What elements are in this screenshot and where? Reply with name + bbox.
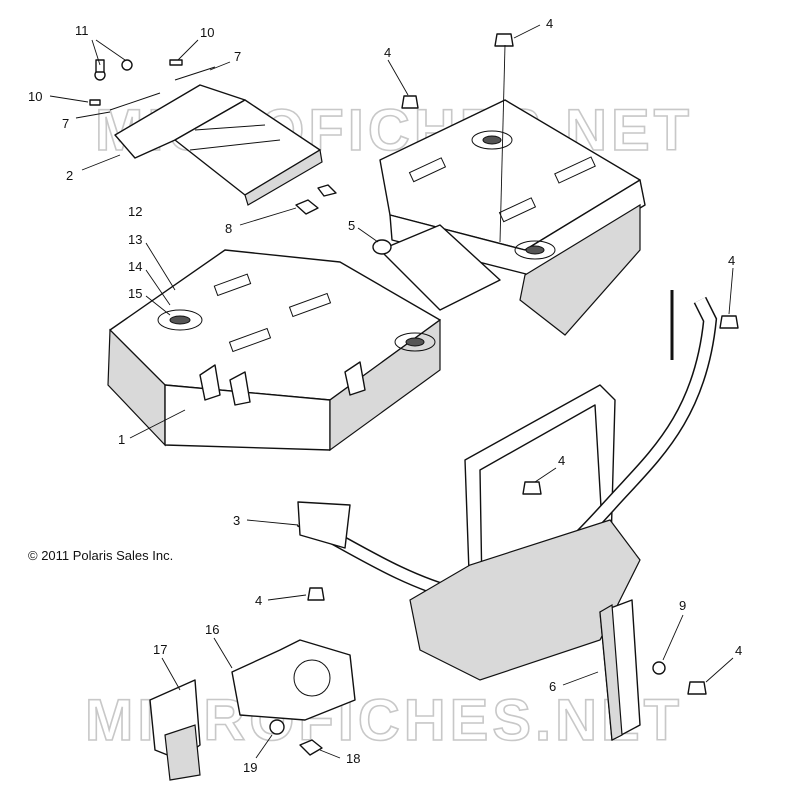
copyright-notice: © 2011 Polaris Sales Inc. [28,548,173,563]
part-16-bracket [231,639,356,721]
callout-14: 14 [128,259,142,274]
callout-19: 19 [243,760,257,775]
callout-10a: 10 [200,25,214,40]
callout-6: 6 [549,679,556,694]
callout-9: 9 [679,598,686,613]
callout-5: 5 [348,218,355,233]
leader-lines [49,24,734,759]
callout-4d: 4 [558,453,565,468]
callout-4f: 4 [735,643,742,658]
callout-12: 12 [128,204,142,219]
fasteners [89,33,739,756]
callout-16: 16 [205,622,219,637]
callout-labels: 11 10 7 10 7 2 4 4 12 8 13 14 15 5 4 1 4… [28,16,742,775]
callout-4e: 4 [255,593,262,608]
callout-7a: 7 [234,49,241,64]
part-1-rack-frame [107,249,441,452]
part-1-rack-frame-rear [379,99,646,336]
part-3-bumper-assembly [296,290,718,681]
callout-18: 18 [346,751,360,766]
callout-7b: 7 [62,116,69,131]
part-17-bracket [149,679,201,781]
callout-1: 1 [118,432,125,447]
callout-4b: 4 [546,16,553,31]
callout-15: 15 [128,286,142,301]
callout-8: 8 [225,221,232,236]
callout-2: 2 [66,168,73,183]
callout-10b: 10 [28,89,42,104]
callout-17: 17 [153,642,167,657]
callout-4a: 4 [384,45,391,60]
callout-11: 11 [75,23,89,38]
callout-4c: 4 [728,253,735,268]
part-2-cover-plate [114,84,323,206]
callout-13: 13 [128,232,142,247]
part-6-upright [599,599,641,741]
callout-3: 3 [233,513,240,528]
